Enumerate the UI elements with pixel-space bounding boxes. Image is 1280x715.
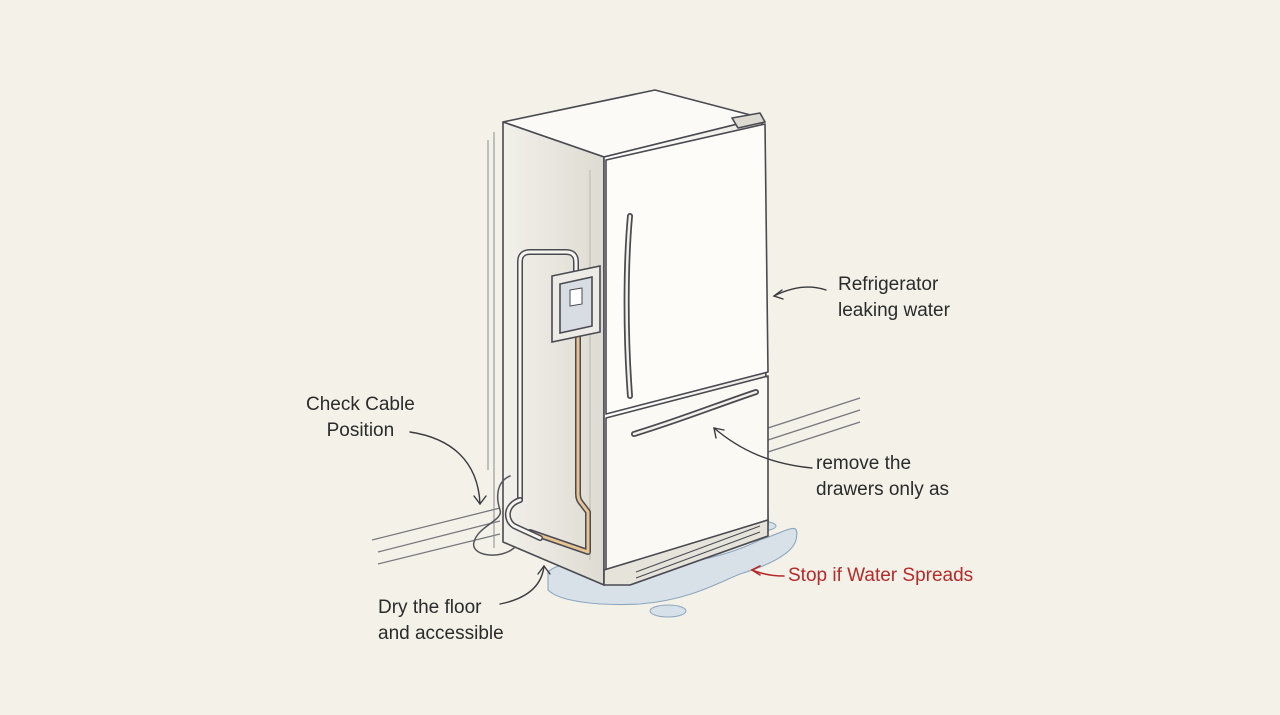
- warning-arrow: [750, 565, 785, 577]
- label-remove-drawers: remove the drawers only as: [816, 453, 950, 500]
- dispenser-box: [551, 265, 601, 343]
- shading-strokes: [487, 132, 591, 560]
- refrigerator-body: [502, 89, 769, 586]
- baseboard-lines: [371, 397, 861, 565]
- arrow-cable-head: [473, 495, 487, 506]
- label-refrigerator-leaking: Refrigerator leaking water: [838, 274, 950, 321]
- label-dry-the-floor: Dry the floor and accessible: [378, 597, 504, 644]
- arrow-drawers-head: [713, 427, 725, 439]
- arrow-floor: [499, 565, 545, 605]
- arrow-floor-head: [537, 564, 551, 575]
- arrow-refrigerator: [773, 286, 827, 297]
- arrow-drawers: [713, 427, 813, 469]
- water-line-pipes: [473, 249, 591, 556]
- arrow-refrigerator-head: [772, 289, 784, 300]
- label-check-cable-position: Check Cable Position: [306, 394, 415, 441]
- arrow-cable: [409, 431, 481, 505]
- label-stop-if-water-spreads: Stop if Water Spreads: [788, 565, 974, 586]
- leader-arrows: [409, 286, 827, 605]
